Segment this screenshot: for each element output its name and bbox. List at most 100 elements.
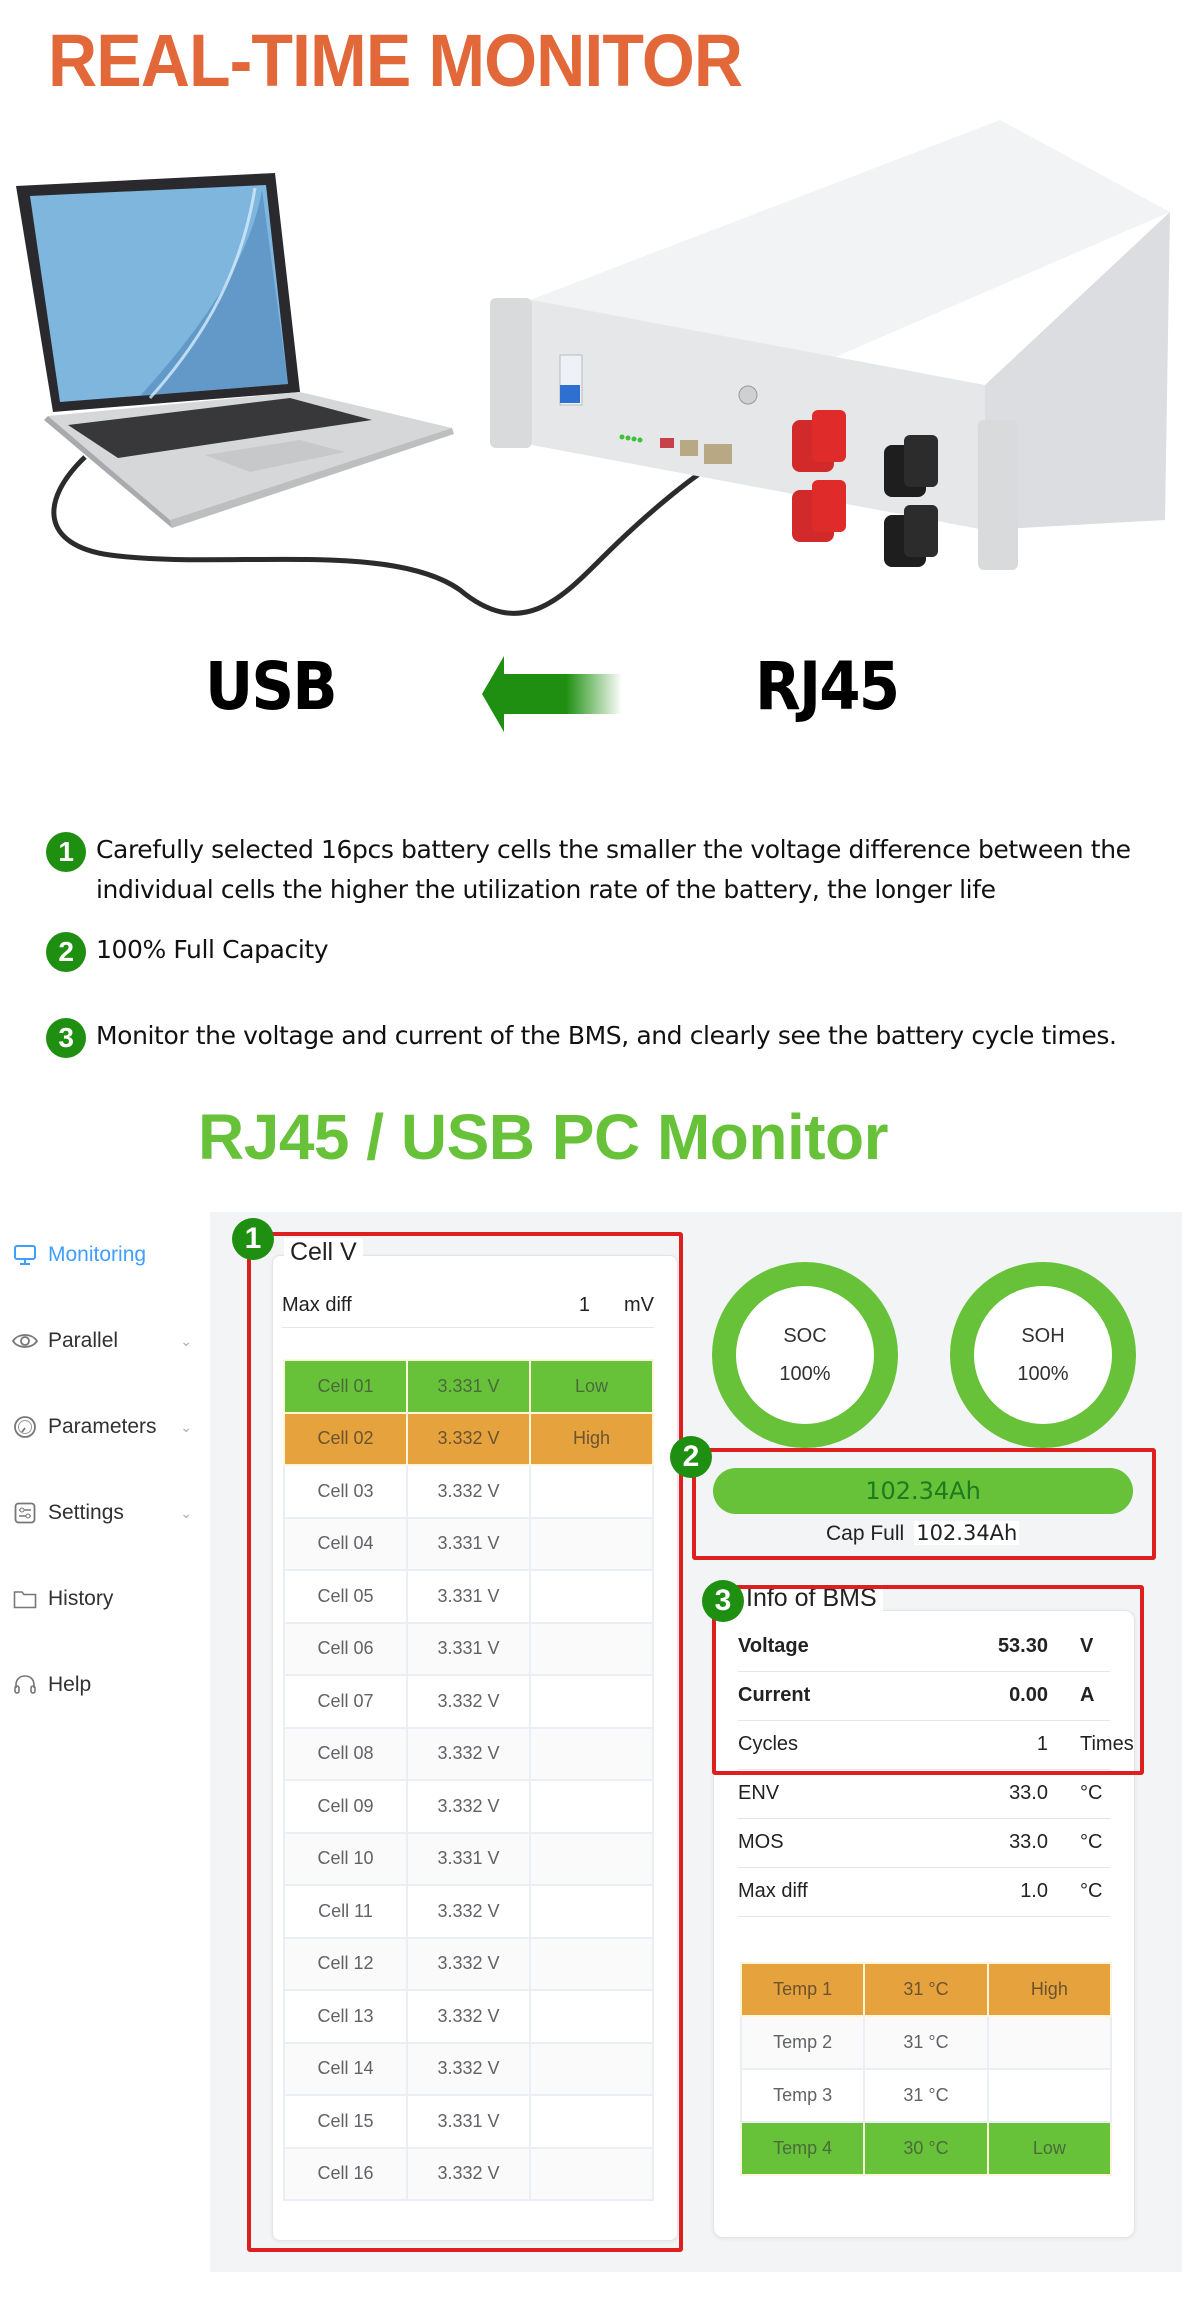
cell-flag bbox=[529, 1779, 654, 1834]
number-badge: 3 bbox=[46, 1018, 86, 1058]
row-value: 1 bbox=[1036, 1733, 1048, 1755]
cell-flag: High bbox=[529, 1411, 654, 1466]
row-unit: °C bbox=[1080, 1831, 1103, 1853]
number-badge: 1 bbox=[46, 832, 86, 872]
sidebar-item-parameters[interactable]: Parameters ⌄ bbox=[12, 1414, 192, 1440]
sidebar-item-label: Settings bbox=[48, 1501, 124, 1524]
sidebar-item-label: Help bbox=[48, 1673, 92, 1696]
number-badge: 2 bbox=[46, 932, 86, 972]
sidebar-item-help[interactable]: Help bbox=[12, 1672, 192, 1698]
max-diff-unit: mV bbox=[624, 1294, 654, 1316]
highlight-box-bms bbox=[712, 1585, 1144, 1775]
cell-voltage: 3.331 V bbox=[406, 1359, 531, 1414]
cell-name: Cell 01 bbox=[283, 1359, 408, 1414]
gauge-icon bbox=[12, 1414, 38, 1440]
row-value: 1.0 bbox=[1020, 1880, 1048, 1902]
temp-name: Temp 2 bbox=[739, 2015, 866, 2070]
cell-max-diff-row: Max diff 1 mV bbox=[282, 1290, 654, 1328]
sidebar-item-label: Monitoring bbox=[48, 1243, 147, 1266]
row-value: 0.00 bbox=[1009, 1684, 1048, 1706]
cell-voltage: 3.332 V bbox=[406, 1936, 531, 1991]
cell-flag bbox=[529, 2041, 654, 2096]
row-unit: A bbox=[1080, 1684, 1095, 1706]
sidebar-item-history[interactable]: History bbox=[12, 1586, 192, 1612]
cell-card-title: Cell V bbox=[284, 1238, 363, 1267]
cell-flag bbox=[529, 1674, 654, 1729]
cell-name: Cell 07 bbox=[283, 1674, 408, 1729]
cell-flag bbox=[529, 2146, 654, 2201]
highlight-box-cells bbox=[247, 1232, 683, 2252]
cell-flag bbox=[529, 1831, 654, 1886]
cell-name: Cell 08 bbox=[283, 1726, 408, 1781]
cell-voltage: 3.331 V bbox=[406, 1621, 531, 1676]
feature-text: Monitor the voltage and current of the B… bbox=[96, 1021, 1117, 1050]
cell-name: Cell 13 bbox=[283, 1989, 408, 2044]
temp-value: 31 °C bbox=[863, 2015, 989, 2070]
number-badge: 2 bbox=[670, 1436, 712, 1478]
cell-name: Cell 16 bbox=[283, 2146, 408, 2201]
eye-icon bbox=[12, 1328, 38, 1354]
battery-rack-icon bbox=[490, 120, 1170, 570]
number-badge: 1 bbox=[232, 1218, 274, 1260]
sidebar-item-monitoring[interactable]: Monitoring bbox=[12, 1242, 192, 1268]
sidebar-item-parallel[interactable]: Parallel ⌄ bbox=[12, 1328, 192, 1354]
usb-label: USB bbox=[205, 648, 338, 725]
row-label: Max diff bbox=[738, 1880, 808, 1902]
cell-flag bbox=[529, 1936, 654, 1991]
temp-flag: Low bbox=[986, 2121, 1113, 2176]
cell-name: Cell 05 bbox=[283, 1569, 408, 1624]
soc-value: 100% bbox=[779, 1363, 831, 1385]
cell-name: Cell 06 bbox=[283, 1621, 408, 1676]
section-title: RJ45 / USB PC Monitor bbox=[198, 1101, 889, 1173]
chevron-down-icon: ⌄ bbox=[180, 1504, 192, 1521]
feature-item: 3 Monitor the voltage and current of the… bbox=[46, 1016, 1117, 1058]
cell-voltage: 3.332 V bbox=[406, 1674, 531, 1729]
cell-voltage: 3.331 V bbox=[406, 1569, 531, 1624]
cell-name: Cell 03 bbox=[283, 1464, 408, 1519]
row-unit: °C bbox=[1080, 1880, 1103, 1902]
chevron-down-icon: ⌄ bbox=[180, 1332, 192, 1349]
bms-row-max-diff: Max diff 1.0 °C bbox=[738, 1868, 1110, 1917]
row-unit: Times bbox=[1080, 1733, 1134, 1755]
row-label: MOS bbox=[738, 1831, 784, 1853]
folder-icon bbox=[12, 1586, 38, 1612]
feature-text: Carefully selected 16pcs battery cells t… bbox=[96, 835, 1131, 904]
temp-name: Temp 3 bbox=[739, 2068, 866, 2123]
soh-label: SOH bbox=[1021, 1325, 1065, 1347]
row-label: Cycles bbox=[738, 1733, 799, 1755]
row-value: 53.30 bbox=[997, 1635, 1048, 1657]
cell-flag bbox=[529, 1516, 654, 1571]
cap-full-label: Cap Full bbox=[826, 1522, 905, 1545]
soc-label: SOC bbox=[783, 1325, 827, 1347]
cell-voltage: 3.332 V bbox=[406, 1464, 531, 1519]
cell-name: Cell 11 bbox=[283, 1884, 408, 1939]
temp-value: 30 °C bbox=[863, 2121, 989, 2176]
headset-icon bbox=[12, 1672, 38, 1698]
highlight-box-capacity bbox=[692, 1448, 1156, 1560]
soh-value: 100% bbox=[1017, 1363, 1069, 1385]
temp-value: 31 °C bbox=[863, 2068, 989, 2123]
row-value: 33.0 bbox=[1009, 1782, 1048, 1804]
cell-flag bbox=[529, 2094, 654, 2149]
max-diff-label: Max diff bbox=[282, 1294, 352, 1316]
row-label: ENV bbox=[738, 1782, 780, 1804]
cell-voltage: 3.331 V bbox=[406, 1516, 531, 1571]
sidebar-item-settings[interactable]: Settings ⌄ bbox=[12, 1500, 192, 1526]
cable bbox=[51, 455, 727, 616]
cell-voltage: 3.332 V bbox=[406, 1989, 531, 2044]
